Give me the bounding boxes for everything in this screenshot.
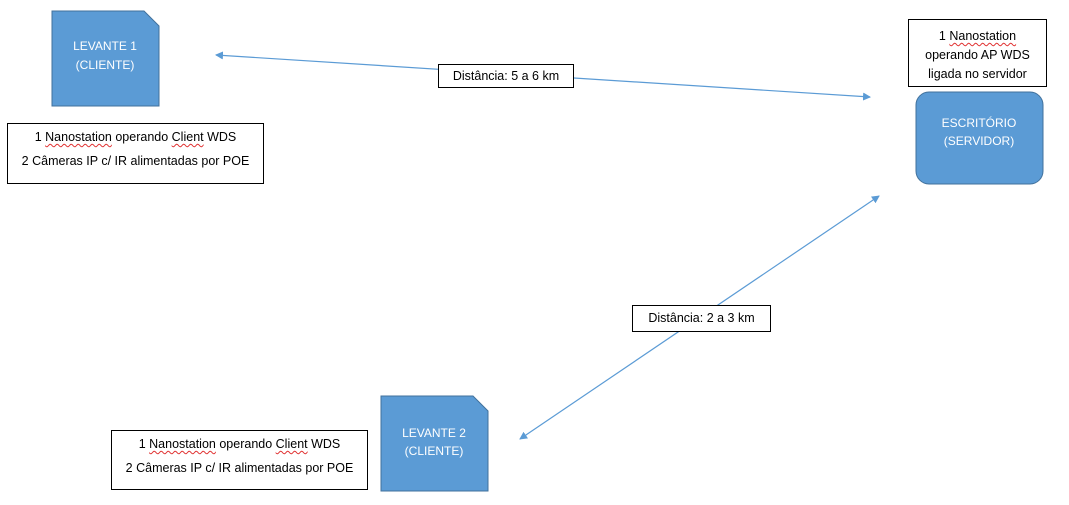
- escritorio-info-line-3: ligada no servidor: [928, 67, 1027, 81]
- distance-label-levante2: Distância: 2 a 3 km: [632, 305, 771, 332]
- node-levante-1-subtitle: (CLIENTE): [76, 58, 135, 72]
- info-text: operando: [215, 437, 276, 451]
- node-escritorio-subtitle: (SERVIDOR): [944, 134, 1014, 148]
- info-text: 1: [938, 29, 950, 43]
- node-levante-1-title: LEVANTE 1: [73, 39, 137, 53]
- info-text: Client: [171, 130, 204, 144]
- distance-text-levante1: Distância: 5 a 6 km: [452, 69, 560, 83]
- node-levante-2-subtitle: (CLIENTE): [405, 444, 464, 458]
- distance-text-levante2: Distância: 2 a 3 km: [648, 311, 755, 325]
- info-text: Nanostation: [149, 437, 216, 451]
- levante-1-info-box: 1 Nanostation operando Client WDS 2 Câme…: [7, 123, 264, 184]
- node-escritorio-title: ESCRITÓRIO: [942, 115, 1017, 130]
- levante-2-info-box: 1 Nanostation operando Client WDS 2 Câme…: [111, 430, 368, 490]
- distance-label-levante1: Distância: 5 a 6 km: [438, 64, 574, 88]
- escritorio-info-box: 1 Nanostation operando AP WDS ligada no …: [908, 19, 1047, 87]
- levante-2-info-line-1: 1 Nanostation operando Client WDS: [112, 437, 367, 452]
- levante-2-info-line-2: 2 Câmeras IP c/ IR alimentadas por POE: [125, 461, 354, 475]
- node-escritorio: ESCRITÓRIO (SERVIDOR): [915, 91, 1044, 185]
- escritorio-info-line-2: operando AP WDS: [925, 48, 1030, 62]
- node-levante-2: LEVANTE 2 (CLIENTE): [380, 395, 489, 492]
- levante-1-info-line-2: 2 Câmeras IP c/ IR alimentadas por POE: [21, 154, 250, 168]
- node-levante-1: LEVANTE 1 (CLIENTE): [51, 10, 160, 107]
- info-text: 1: [34, 130, 46, 144]
- info-text: Nanostation: [45, 130, 112, 144]
- info-text: Nanostation: [949, 29, 1017, 43]
- levante-1-info-line-1: 1 Nanostation operando Client WDS: [8, 130, 263, 145]
- info-text: operando: [111, 130, 172, 144]
- node-levante-2-title: LEVANTE 2: [402, 426, 466, 440]
- info-text: WDS: [307, 437, 341, 451]
- escritorio-info-line-1: 1 Nanostation: [909, 27, 1046, 46]
- info-text: WDS: [203, 130, 237, 144]
- info-text: 1: [138, 437, 150, 451]
- info-text: Client: [275, 437, 308, 451]
